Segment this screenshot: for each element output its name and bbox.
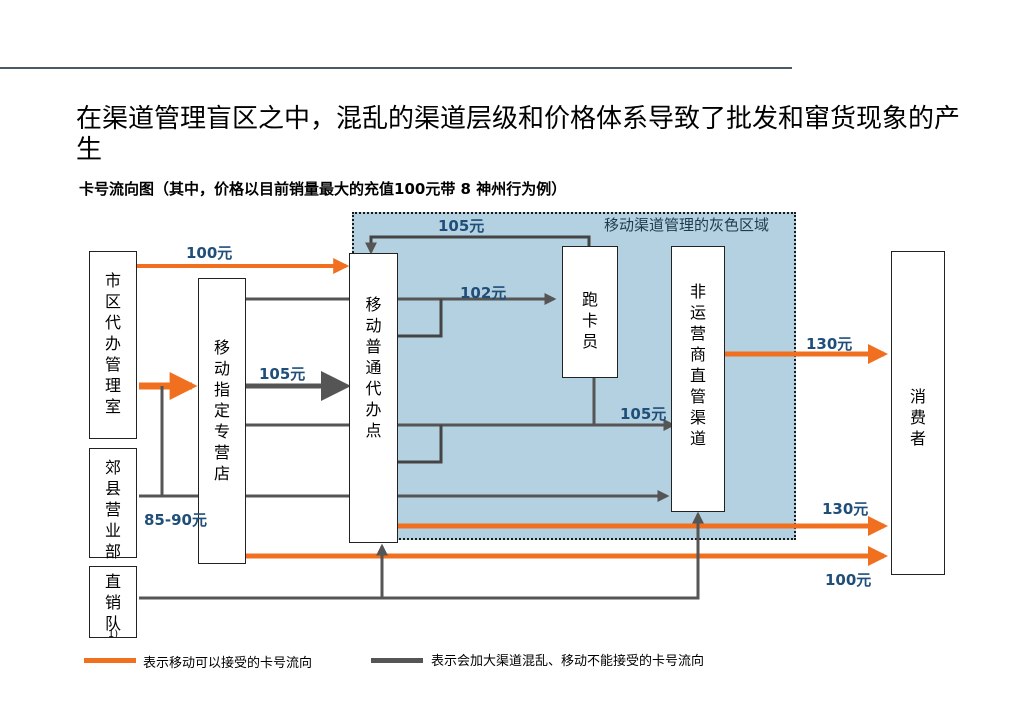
node-consumer: 消费者: [891, 251, 945, 575]
node-city-agent-label: 市区代办管理室: [104, 271, 121, 416]
price-130-bottom: 130元: [822, 500, 869, 518]
legend-grey-swatch: [371, 658, 423, 663]
price-102: 102元: [460, 284, 507, 302]
page-title: 在渠道管理盲区之中，混乱的渠道层级和价格体系导致了批发和窜货现象的产生: [76, 104, 961, 165]
bracket-general-top: [398, 299, 443, 338]
node-direct-team-note: 1): [107, 629, 119, 638]
node-runner-label: 跑卡员: [581, 290, 598, 351]
node-designated-store: 移动指定专营店: [198, 278, 246, 564]
node-non-operator-channel: 非运营商直管渠道: [671, 246, 725, 512]
node-general-agent: 移动普通代办点: [349, 253, 398, 543]
top-rule: [0, 67, 792, 69]
price-105-right: 105元: [620, 405, 667, 423]
price-100-top: 100元: [186, 244, 233, 262]
node-designated-store-label: 移动指定专营店: [213, 338, 230, 483]
node-runner: 跑卡员: [562, 246, 618, 378]
legend-grey-label: 表示会加大渠道混乱、移动不能接受的卡号流向: [431, 654, 705, 669]
node-city-agent: 市区代办管理室: [89, 251, 137, 439]
node-direct-team-label: 直销队: [104, 572, 121, 633]
legend-orange-label: 表示移动可以接受的卡号流向: [143, 656, 313, 671]
node-general-agent-label: 移动普通代办点: [365, 295, 382, 440]
node-consumer-label: 消费者: [909, 387, 926, 448]
node-direct-team: 直销队 1): [89, 566, 137, 638]
arrow-runner-to-general: [365, 235, 591, 255]
price-105-mid: 105元: [259, 365, 306, 383]
price-85-90: 85-90元: [144, 511, 207, 529]
grey-zone-label: 移动渠道管理的灰色区域: [604, 216, 770, 234]
node-county-office: 郊县营业部: [89, 448, 137, 561]
legend-orange-swatch: [84, 658, 136, 663]
node-non-operator-label: 非运营商直管渠道: [689, 282, 706, 448]
page-subtitle: 卡号流向图（其中，价格以目前销量最大的充值100元带 8 神州行为例）: [79, 180, 567, 198]
price-130-top: 130元: [806, 335, 853, 353]
bracket-general-bottom: [398, 425, 443, 464]
price-105-top: 105元: [438, 217, 485, 235]
price-100-bottom: 100元: [825, 571, 872, 589]
arrow-direct-team-flows: [139, 511, 704, 600]
node-county-office-label: 郊县营业部: [104, 458, 121, 561]
